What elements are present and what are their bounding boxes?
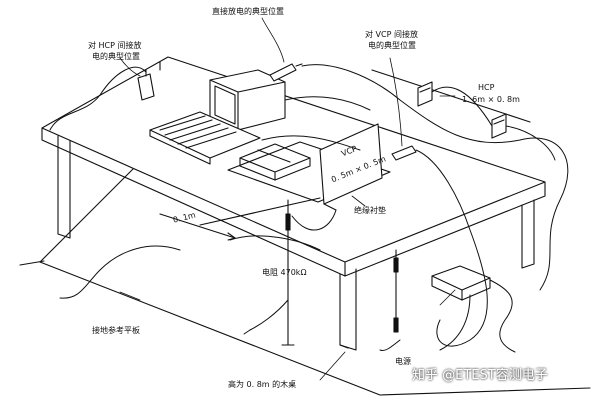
label-resistor: 电阻 470kΩ — [262, 268, 307, 277]
label-hcp: HCP — [478, 83, 495, 92]
label-insulation-pad: 绝缘衬垫 — [354, 206, 386, 215]
distance-dimension — [159, 197, 321, 241]
label-hcp-size: 1. 6m × 0. 8m — [462, 95, 520, 104]
insulation-pad — [227, 141, 391, 203]
label-hcp-indirect-line2: 电的典型位置 — [92, 52, 140, 61]
label-direct-esd: 直接放电的典型位置 — [212, 7, 284, 16]
label-vcp-indirect-line2: 电的典型位置 — [368, 41, 416, 50]
connector-boxes — [417, 81, 507, 139]
ground-reference-plane — [19, 151, 591, 396]
label-table-height: 高为 0. 8m 的木桌 — [228, 380, 297, 389]
esd-gun-hcp — [137, 69, 155, 101]
eut-device — [239, 143, 311, 181]
watermark: 知乎 @ETEST容测电子 — [412, 368, 548, 383]
leader-lines — [119, 17, 456, 381]
resistor-left — [281, 199, 295, 346]
power-supply-box — [431, 265, 491, 301]
computer-monitor — [209, 69, 286, 131]
label-power-supply: 电源 — [395, 357, 411, 366]
vcp-plane — [319, 123, 383, 211]
cables — [49, 64, 569, 353]
resistor-right — [393, 249, 399, 333]
label-vcp-indirect-line1: 对 VCP 间接放 — [365, 30, 418, 39]
esd-gun-vcp — [391, 145, 417, 161]
esd-gun-direct — [269, 63, 303, 82]
label-hcp-indirect-line1: 对 HCP 间接放 — [88, 41, 142, 50]
keyboard — [149, 111, 261, 165]
label-ground-plane: 接地参考平板 — [92, 326, 140, 335]
